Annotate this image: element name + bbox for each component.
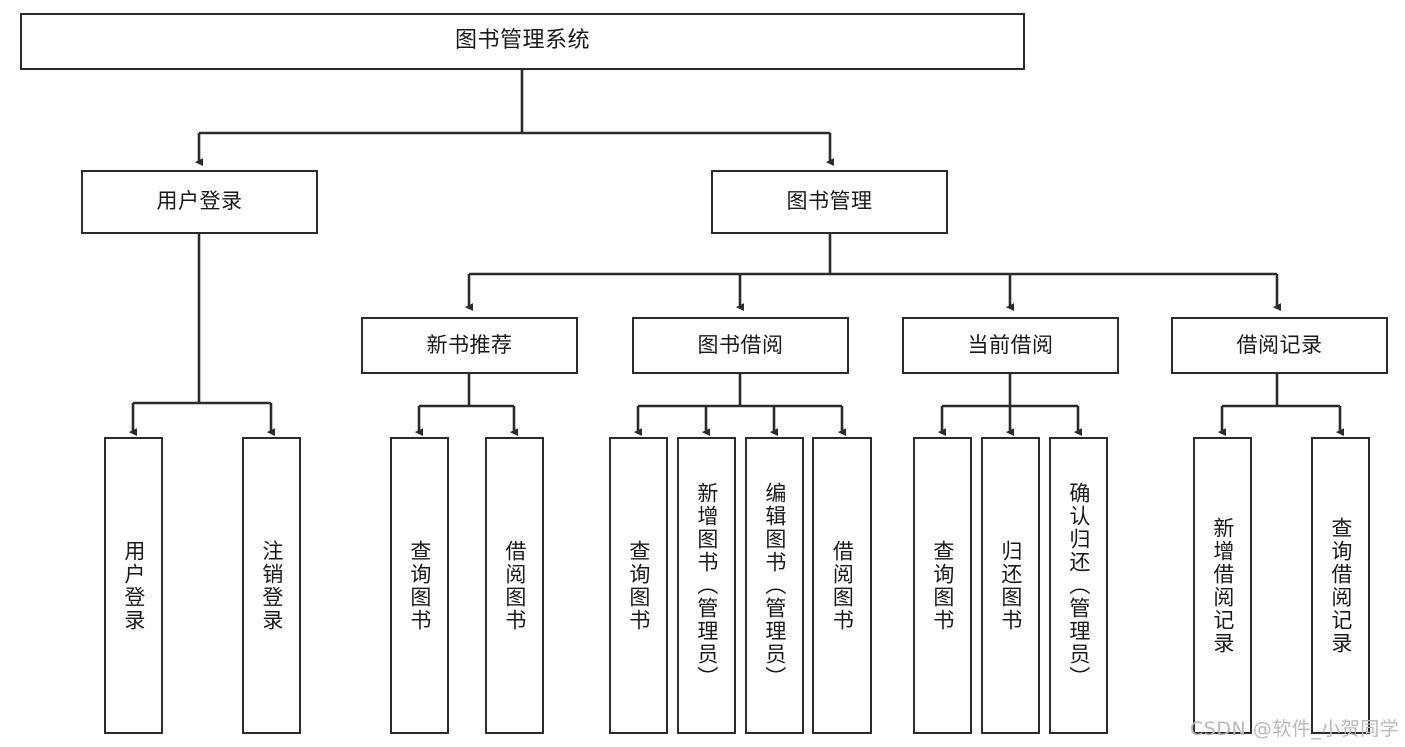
node-root-system[interactable]: 图书管理系统 xyxy=(20,13,1025,70)
node-user-login[interactable]: 用户登录 xyxy=(81,170,318,234)
node-label: 查询图书 xyxy=(930,539,955,632)
leaf-borrow-book-1[interactable]: 借阅图书 xyxy=(485,437,544,734)
node-new-book-recommend[interactable]: 新书推荐 xyxy=(361,317,578,374)
leaf-query-record[interactable]: 查询借阅记录 xyxy=(1311,437,1370,734)
leaf-borrow-book-2[interactable]: 借阅图书 xyxy=(812,437,872,734)
leaf-user-login[interactable]: 用户登录 xyxy=(104,437,163,734)
leaf-return-book[interactable]: 归还图书 xyxy=(981,437,1040,734)
leaf-add-book[interactable]: 新增图书（管理员） xyxy=(677,437,736,734)
watermark: CSDN @软件_小贺同学 xyxy=(1190,718,1400,740)
node-label: 借阅记录 xyxy=(1236,332,1323,357)
node-label: 编辑图书（管理员） xyxy=(762,482,787,689)
node-label: 用户登录 xyxy=(156,189,243,214)
leaf-confirm-return[interactable]: 确认归还（管理员） xyxy=(1049,437,1108,734)
node-label: 归还图书 xyxy=(998,539,1023,632)
node-label: 查询图书 xyxy=(407,539,432,632)
node-label: 确认归还（管理员） xyxy=(1066,482,1091,689)
node-label: 查询借阅记录 xyxy=(1328,516,1353,655)
node-label: 图书借阅 xyxy=(697,332,784,357)
node-label: 注销登录 xyxy=(259,539,284,632)
leaf-add-record[interactable]: 新增借阅记录 xyxy=(1193,437,1252,734)
node-label: 图书管理系统 xyxy=(454,28,590,54)
node-current-borrow[interactable]: 当前借阅 xyxy=(902,317,1119,374)
leaf-logout-login[interactable]: 注销登录 xyxy=(242,437,301,734)
node-label: 查询图书 xyxy=(626,539,651,632)
node-label: 当前借阅 xyxy=(967,332,1054,357)
node-label: 新增借阅记录 xyxy=(1210,516,1235,655)
node-label: 图书管理 xyxy=(786,189,873,214)
leaf-query-book-3[interactable]: 查询图书 xyxy=(913,437,972,734)
node-label: 借阅图书 xyxy=(830,539,855,632)
node-book-manage[interactable]: 图书管理 xyxy=(711,170,948,234)
leaf-edit-book[interactable]: 编辑图书（管理员） xyxy=(745,437,804,734)
node-label: 新书推荐 xyxy=(426,332,513,357)
node-book-borrow[interactable]: 图书借阅 xyxy=(632,317,849,374)
node-borrow-record[interactable]: 借阅记录 xyxy=(1171,317,1388,374)
leaf-query-book-1[interactable]: 查询图书 xyxy=(390,437,449,734)
node-label: 用户登录 xyxy=(121,539,146,632)
node-label: 新增图书（管理员） xyxy=(694,482,719,689)
node-label: 借阅图书 xyxy=(502,539,527,632)
leaf-query-book-2[interactable]: 查询图书 xyxy=(609,437,668,734)
